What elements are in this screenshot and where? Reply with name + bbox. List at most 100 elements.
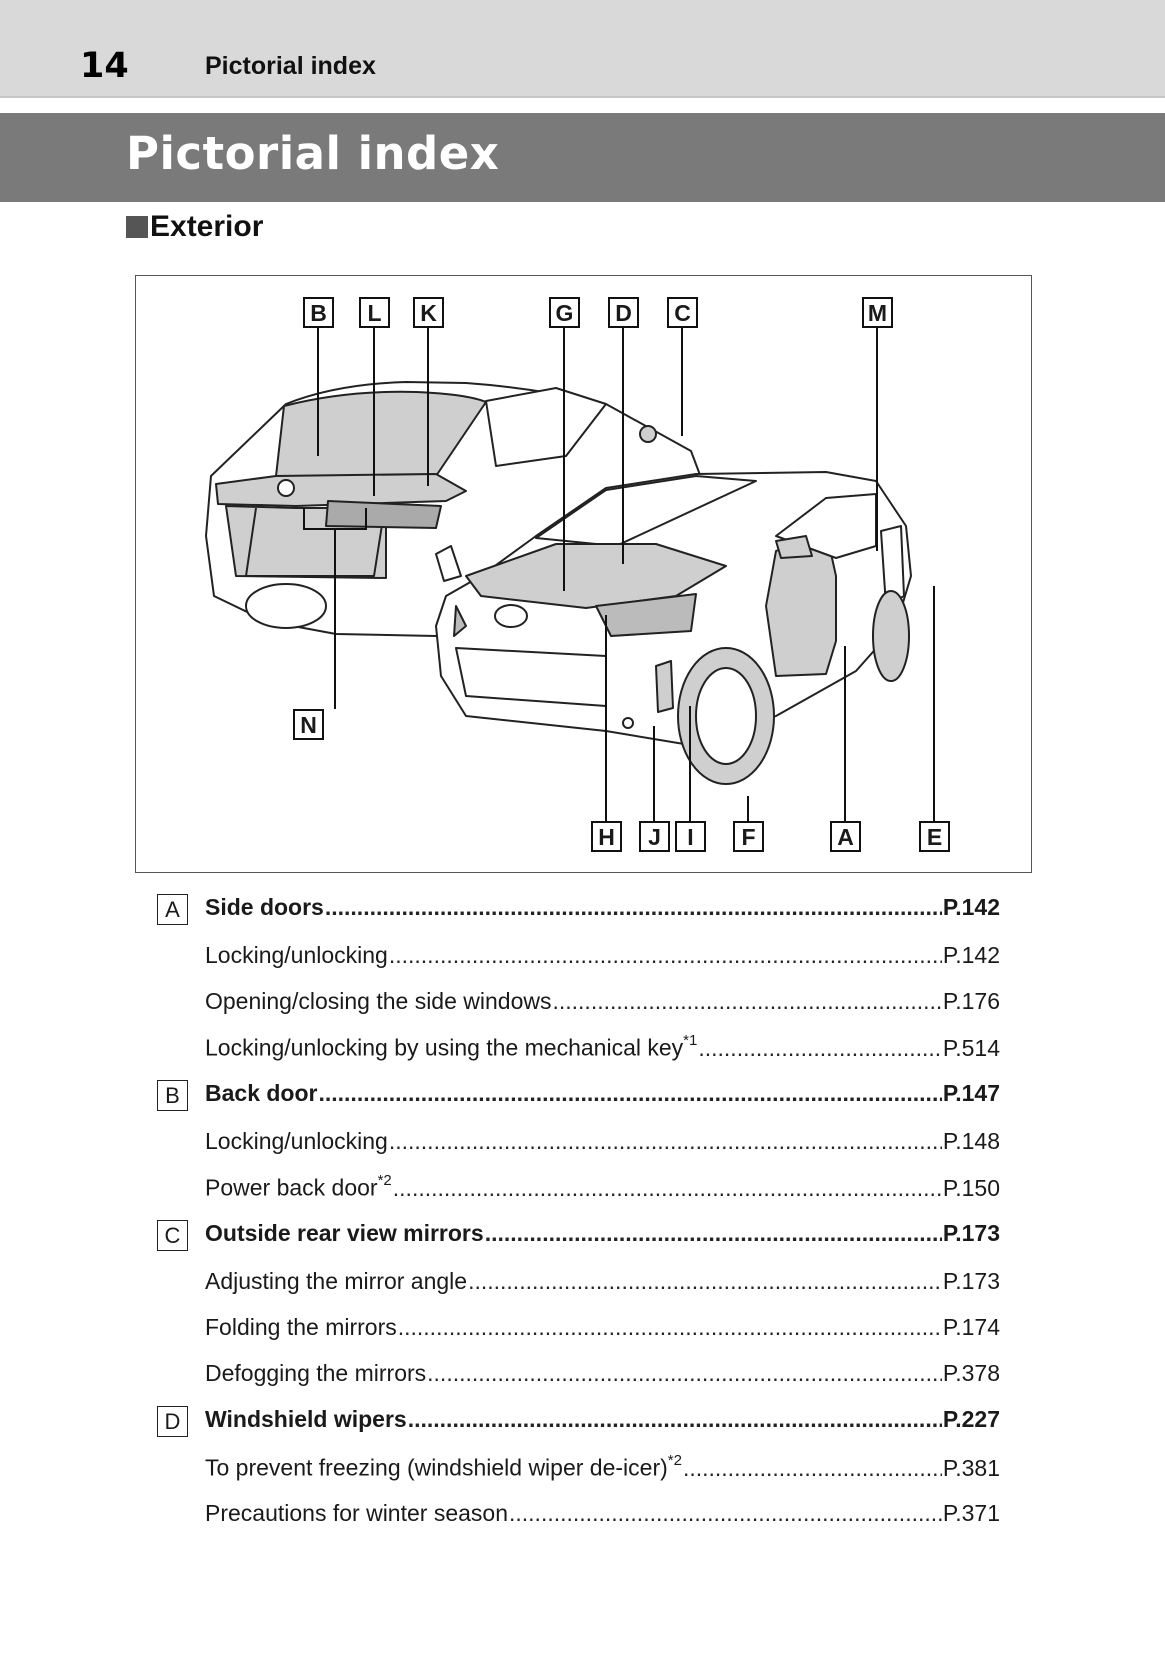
entry-label-text: Locking/unlocking [205, 942, 388, 968]
entry-page-ref[interactable]: P.381 [942, 1454, 1000, 1481]
entry-label: Adjusting the mirror angle [205, 1268, 467, 1295]
callout-m: M [862, 297, 893, 328]
entry-page-ref[interactable]: P.227 [942, 1406, 1000, 1432]
entry-label: Windshield wipers [205, 1406, 407, 1433]
entry-row: Locking/unlocking by using the mechanica… [205, 1032, 1000, 1062]
license-plate-area [245, 507, 385, 577]
entry-page-ref[interactable]: P.147 [942, 1080, 1000, 1106]
entry-page-ref[interactable]: P.176 [942, 988, 1000, 1014]
entry-row: Windshield wipers P.227 [205, 1406, 1000, 1433]
entry-label: Defogging the mirrors [205, 1360, 426, 1387]
entry-leader-dots [552, 988, 941, 1015]
section-title: Exterior [150, 210, 264, 243]
entry-label: Locking/unlocking [205, 1128, 388, 1155]
title-band: Pictorial index [0, 113, 1165, 202]
entry-letter-box: A [157, 894, 188, 925]
section-heading: Exterior [126, 210, 263, 244]
front-mirror [775, 535, 813, 559]
index-entry-sub: To prevent freezing (windshield wiper de… [157, 1450, 1000, 1496]
entry-label-text: Outside rear view mirrors [205, 1220, 484, 1246]
callout-f: F [733, 821, 764, 852]
entry-row: To prevent freezing (windshield wiper de… [205, 1452, 1000, 1482]
entry-label: To prevent freezing (windshield wiper de… [205, 1452, 682, 1482]
entry-label: Back door [205, 1080, 317, 1107]
entry-label-text: Precautions for winter season [205, 1500, 508, 1526]
entry-label: Side doors [205, 894, 324, 921]
entry-leader-dots [683, 1455, 942, 1482]
entry-footnote-marker: *2 [377, 1172, 392, 1189]
rear-wheel-front-car [872, 590, 910, 682]
entry-page-ref[interactable]: P.150 [942, 1174, 1000, 1201]
callout-l: L [359, 297, 390, 328]
entry-footnote-marker: *1 [683, 1032, 698, 1049]
entry-row: Defogging the mirrors P.378 [205, 1360, 1000, 1387]
rear-emblem [277, 479, 295, 497]
entry-label: Locking/unlocking [205, 942, 388, 969]
entry-leader-dots [318, 1080, 941, 1107]
tow-hook-cover [622, 717, 634, 729]
index-entry-sub: Folding the mirrors P.174 [157, 1310, 1000, 1356]
index-entry-sub: Defogging the mirrors P.378 [157, 1356, 1000, 1402]
callout-b: B [303, 297, 334, 328]
entry-page-ref[interactable]: P.174 [942, 1314, 1000, 1340]
entry-leader-dots [485, 1220, 942, 1247]
entry-leader-dots [325, 894, 942, 921]
rear-car-wheel [245, 583, 327, 629]
entry-label-text: Back door [205, 1080, 318, 1106]
car-illustration [205, 327, 935, 821]
entry-label-text: To prevent freezing (windshield wiper de… [205, 1454, 668, 1481]
entry-label: Precautions for winter season [205, 1500, 508, 1527]
entry-label-text: Folding the mirrors [205, 1314, 397, 1340]
callout-e: E [919, 821, 950, 852]
callout-a: A [830, 821, 861, 852]
entry-label-text: Power back door [205, 1174, 378, 1201]
running-title: Pictorial index [205, 52, 376, 80]
entry-letter-box: C [157, 1220, 188, 1251]
entry-page-ref[interactable]: P.142 [942, 894, 1000, 920]
entry-label: Locking/unlocking by using the mechanica… [205, 1032, 698, 1062]
page-header: 14 Pictorial index [0, 0, 1165, 98]
entry-leader-dots [389, 1128, 942, 1155]
callout-i: I [675, 821, 706, 852]
callout-k: K [413, 297, 444, 328]
rear-reflector [435, 545, 462, 582]
entry-label-text: Opening/closing the side windows [205, 988, 552, 1014]
leader-lines [303, 327, 935, 821]
entry-label-text: Adjusting the mirror angle [205, 1268, 468, 1294]
left-headlight [453, 605, 467, 637]
entry-label-text: Defogging the mirrors [205, 1360, 427, 1386]
index-entry-sub: Adjusting the mirror angle P.173 [157, 1264, 1000, 1310]
entry-leader-dots [398, 1314, 942, 1341]
entry-label: Outside rear view mirrors [205, 1220, 484, 1247]
entry-row: Power back door*2 P.150 [205, 1172, 1000, 1202]
entry-page-ref[interactable]: P.378 [942, 1360, 1000, 1386]
entry-label: Folding the mirrors [205, 1314, 397, 1341]
page-number: 14 [80, 46, 129, 86]
entry-page-ref[interactable]: P.514 [942, 1034, 1000, 1061]
index-entry-sub: Locking/unlocking P.142 [157, 938, 1000, 984]
entry-leader-dots [408, 1406, 942, 1433]
hood [465, 543, 727, 609]
rear-mirror-cap [639, 425, 657, 443]
callout-d: D [608, 297, 639, 328]
rear-spoiler [215, 473, 467, 507]
entry-page-ref[interactable]: P.173 [942, 1268, 1000, 1294]
entry-letter-box: B [157, 1080, 188, 1111]
rear-side-window [485, 387, 607, 467]
entry-leader-dots [468, 1268, 942, 1295]
entry-label: Power back door*2 [205, 1172, 392, 1202]
entry-label: Opening/closing the side windows [205, 988, 551, 1015]
entry-page-ref[interactable]: P.371 [942, 1500, 1000, 1526]
entry-leader-dots [393, 1175, 942, 1202]
entry-page-ref[interactable]: P.173 [942, 1220, 1000, 1246]
index-entry-main: A Side doors P.142 [157, 890, 1000, 938]
index-entry-sub: Power back door*2 P.150 [157, 1170, 1000, 1216]
entry-row: Side doors P.142 [205, 894, 1000, 921]
entry-page-ref[interactable]: P.142 [942, 942, 1000, 968]
fog-light-side [655, 660, 674, 713]
entry-label-text: Side doors [205, 894, 324, 920]
entry-label-text: Locking/unlocking by using the mechanica… [205, 1034, 684, 1061]
entry-leader-dots [509, 1500, 942, 1527]
entry-page-ref[interactable]: P.148 [942, 1128, 1000, 1154]
